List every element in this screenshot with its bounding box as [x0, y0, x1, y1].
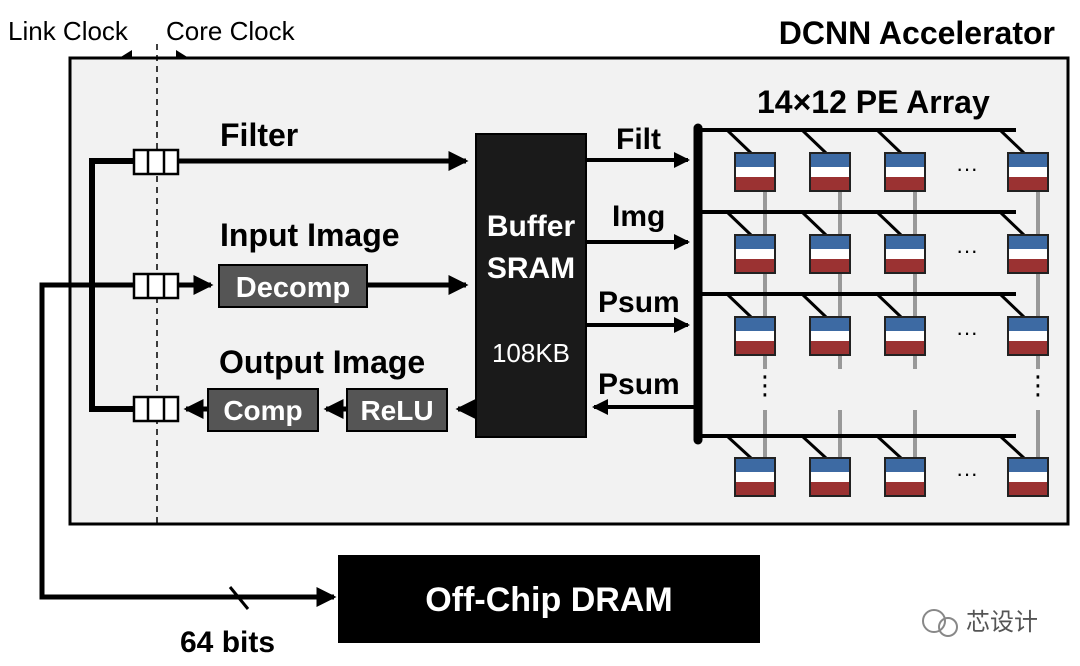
output-fifo — [132, 395, 180, 423]
processing-element — [734, 457, 776, 497]
processing-element — [734, 234, 776, 274]
pe-tap-wire — [725, 128, 753, 155]
pe-tap-wire — [800, 128, 828, 155]
pe-tap-wire — [998, 292, 1026, 319]
pe-row-ellipsis: ⋮ — [1025, 371, 1051, 401]
pe-row-ellipsis: ⋮ — [752, 371, 778, 401]
dram-link-wire — [39, 282, 337, 607]
pe-tap-wire — [998, 128, 1026, 155]
pe-tap-wire — [998, 210, 1026, 237]
pe-column-ellipsis: ··· — [956, 320, 978, 345]
comp-label: Comp — [223, 395, 302, 426]
processing-element — [1007, 457, 1049, 497]
link-clock-label: Link Clock — [8, 16, 129, 46]
buffer-label: Buffer — [487, 210, 576, 243]
processing-element — [734, 316, 776, 356]
output-image-label: Output Image — [219, 344, 425, 380]
input-fifo — [132, 272, 180, 300]
processing-element — [1007, 152, 1049, 192]
relu-label: ReLU — [360, 395, 433, 426]
pe-tap-wire — [998, 434, 1026, 460]
processing-element — [884, 152, 926, 192]
pe-tap-wire — [875, 128, 903, 155]
pe-array-title: 14×12 PE Array — [757, 84, 990, 120]
pe-tap-wire — [800, 292, 828, 319]
pe-column-ellipsis: ··· — [956, 156, 978, 181]
bus-width-tick — [228, 586, 250, 610]
input-image-label: Input Image — [220, 217, 400, 253]
accelerator-title: DCNN Accelerator — [779, 15, 1055, 51]
processing-element — [734, 152, 776, 192]
pe-column-ellipsis: ··· — [956, 238, 978, 263]
pe-tap-wire — [725, 292, 753, 319]
psum-out-label: Psum — [598, 368, 680, 401]
img-bus-label: Img — [612, 200, 665, 233]
processing-element — [884, 316, 926, 356]
pe-tap-wire — [725, 210, 753, 237]
processing-element — [884, 234, 926, 274]
comp-block — [207, 388, 319, 432]
filter-fifo — [132, 148, 180, 176]
pe-column-ellipsis: ··· — [956, 461, 978, 486]
processing-element — [1007, 234, 1049, 274]
sram-label: SRAM — [487, 252, 575, 285]
pe-tap-wire — [875, 210, 903, 237]
psum-in-label: Psum — [598, 286, 680, 319]
buffer-sram-block — [475, 133, 587, 438]
processing-element — [809, 152, 851, 192]
buffer-size-label: 108KB — [492, 338, 570, 368]
relu-block — [346, 388, 448, 432]
processing-element — [1007, 316, 1049, 356]
processing-element — [809, 234, 851, 274]
processing-element — [809, 457, 851, 497]
pe-tap-wire — [800, 210, 828, 237]
pe-tap-wire — [800, 434, 828, 460]
pe-tap-wire — [875, 434, 903, 460]
filt-bus-label: Filt — [616, 123, 661, 156]
decomp-block — [218, 264, 368, 308]
processing-element — [884, 457, 926, 497]
processing-element — [809, 316, 851, 356]
pe-tap-wire — [725, 434, 753, 460]
core-clock-label: Core Clock — [166, 16, 296, 46]
pe-grid: ··· ··· ··· ··· ⋮ ⋮ — [698, 128, 1051, 497]
filter-label: Filter — [220, 117, 298, 153]
decomp-label: Decomp — [236, 272, 350, 304]
bus-width-label: 64 bits — [180, 626, 275, 659]
pe-tap-wire — [875, 292, 903, 319]
